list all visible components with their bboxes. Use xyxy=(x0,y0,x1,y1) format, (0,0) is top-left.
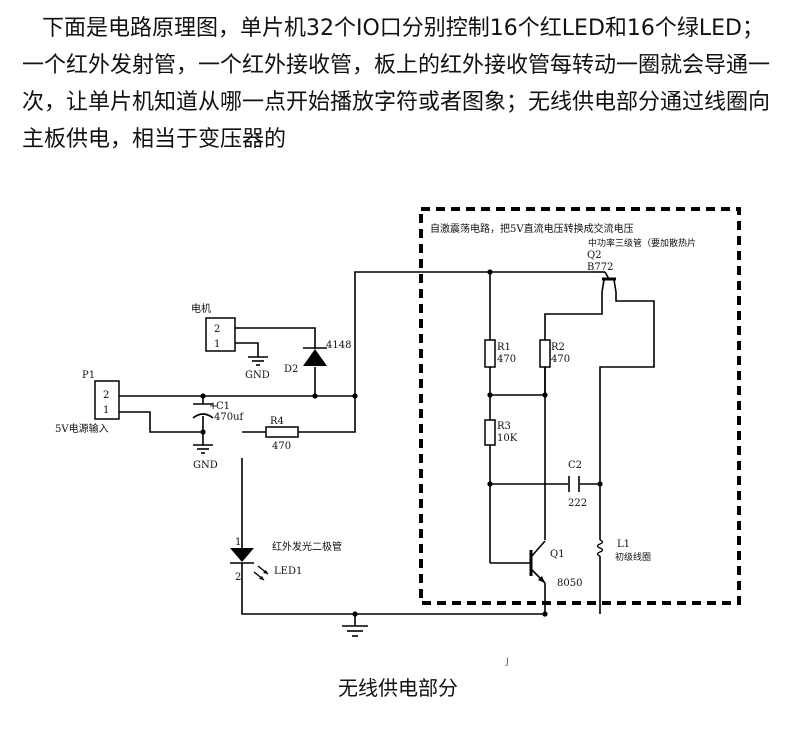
c2-name: C2 xyxy=(568,460,582,471)
r3-name: R3 xyxy=(497,421,511,432)
transistor-q1 xyxy=(529,540,546,584)
r2-value: 470 xyxy=(551,354,570,365)
box-label-transistor-note: 中功率三级管（要加散热片 xyxy=(588,237,696,249)
q1-part: 8050 xyxy=(557,578,582,589)
capacitor-c2 xyxy=(568,476,580,492)
d2-part: 4148 xyxy=(326,340,351,351)
c2-value: 222 xyxy=(568,498,587,509)
led-desc: 红外发光二极管 xyxy=(272,540,342,553)
ground-icon xyxy=(193,444,213,454)
diode-d2 xyxy=(303,340,327,366)
resistor-r3 xyxy=(484,419,496,446)
c1-name: C1 xyxy=(216,401,230,412)
r4-name: R4 xyxy=(270,416,284,427)
motor-pin2: 2 xyxy=(214,324,220,335)
p1-desc: 5V电源输入 xyxy=(55,422,109,435)
figure-caption: 无线供电部分 xyxy=(338,676,458,700)
q2-name: Q2 xyxy=(587,250,602,261)
r2-name: R2 xyxy=(551,342,565,353)
l1-desc: 初级线圈 xyxy=(615,551,651,563)
motor-label: 电机 xyxy=(191,302,211,315)
capacitor-c1 xyxy=(192,403,214,419)
box-label-oscillator: 自激震荡电路，把5V直流电压转换成交流电压 xyxy=(430,222,634,235)
p1-pin1: 1 xyxy=(103,405,109,416)
stray-mark: J xyxy=(506,657,509,667)
r1-name: R1 xyxy=(497,342,511,353)
gnd-label-c1: GND xyxy=(193,460,218,471)
resistor-r1 xyxy=(484,339,496,368)
light-arrow-icon xyxy=(259,570,268,580)
motor-pin1: 1 xyxy=(214,339,220,350)
motor-connector xyxy=(205,317,236,352)
r3-value: 10K xyxy=(497,433,518,444)
ground-icon xyxy=(342,625,368,637)
ground-icon xyxy=(248,356,268,366)
led-name: LED1 xyxy=(274,566,302,577)
inductor-l1 xyxy=(596,539,604,557)
wires xyxy=(119,271,655,626)
intro-paragraph: 下面是电路原理图，单片机32个IO口分别控制16个红LED和16个绿LED；一个… xyxy=(22,10,782,158)
q1-name: Q1 xyxy=(550,549,565,560)
p1-pin2: 2 xyxy=(103,390,109,401)
q2-part: B772 xyxy=(587,262,613,273)
resistor-r4 xyxy=(265,426,299,438)
p1-name: P1 xyxy=(82,370,95,381)
power-connector-p1 xyxy=(94,380,120,420)
intro-text: 下面是电路原理图，单片机32个IO口分别控制16个红LED和16个绿LED；一个… xyxy=(22,16,771,152)
gnd-label-motor: GND xyxy=(245,370,270,381)
r1-value: 470 xyxy=(497,354,516,365)
l1-name: L1 xyxy=(617,539,630,550)
oscillator-box xyxy=(419,207,741,605)
c1-plus: + xyxy=(209,401,217,412)
r4-value: 470 xyxy=(272,441,291,452)
d2-name: D2 xyxy=(284,364,298,375)
led-pin2: 2 xyxy=(235,572,241,583)
led-pin1: 1 xyxy=(235,537,241,548)
transistor-q2 xyxy=(594,271,617,293)
junction-dots xyxy=(200,269,603,617)
resistor-r2 xyxy=(539,339,551,368)
c1-value: 470uf xyxy=(214,412,245,423)
